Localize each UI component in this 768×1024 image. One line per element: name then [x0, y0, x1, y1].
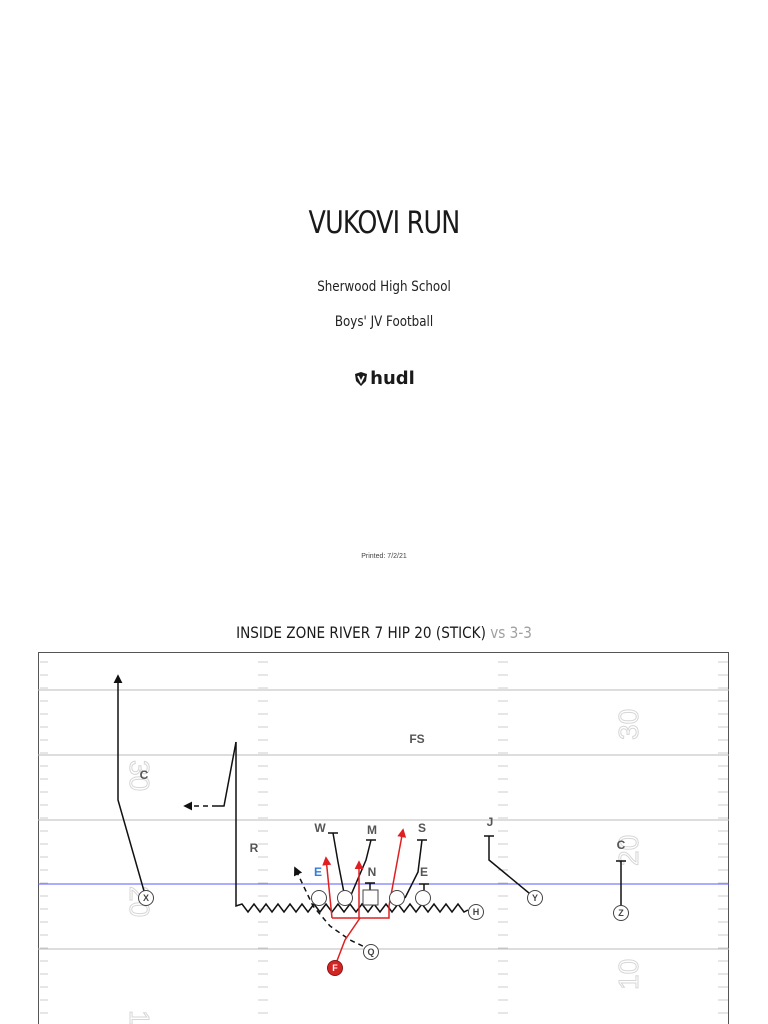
school-name: Sherwood High School [317, 279, 451, 295]
player-z-marker [613, 905, 629, 921]
play-diagram-field: 30 20 10 30 20 10 [38, 652, 729, 1024]
player-f-label: F [332, 963, 338, 973]
player-y-marker [527, 890, 543, 906]
lineman-block-2 [350, 839, 372, 896]
lineman-lt [311, 890, 327, 906]
hash-marks [40, 661, 728, 1014]
y-route [488, 836, 536, 899]
x-route [113, 674, 147, 899]
play-title: INSIDE ZONE RIVER 7 HIP 20 (STICK) vs 3-… [58, 623, 711, 642]
player-f-marker [327, 960, 343, 976]
player-q-label: Q [367, 947, 374, 957]
player-x-marker [138, 890, 154, 906]
offense-skill-players: X Q H Y Z F [138, 890, 629, 976]
field-number-right-30: 30 [613, 709, 644, 740]
offensive-line [311, 889, 431, 906]
defender-m: M [367, 823, 377, 837]
player-x-label: X [143, 893, 149, 903]
lineman-lg [337, 890, 353, 906]
field-border [38, 652, 729, 1024]
team-name: Boys' JV Football [334, 314, 434, 330]
defender-fs: FS [409, 732, 424, 746]
defender-c-right: C [617, 838, 626, 852]
q-fake [294, 866, 372, 951]
field-number-left-10: 10 [124, 1010, 155, 1024]
routes [113, 674, 626, 951]
cover-title: VUKOVI RUN [308, 205, 461, 241]
field-number-right-10: 10 [613, 959, 644, 990]
defender-w: W [314, 821, 326, 835]
f-route-main [334, 917, 361, 967]
lineman-block-3 [404, 839, 423, 899]
yard-lines [38, 689, 729, 950]
play-vs: vs 3-3 [490, 623, 532, 642]
lineman-rg [389, 890, 405, 906]
player-q-marker [363, 944, 379, 960]
lineman-center [362, 889, 379, 906]
field-number-left-30: 30 [124, 760, 155, 791]
defender-e-right: E [420, 865, 428, 879]
defender-r: R [250, 841, 259, 855]
f-route-box [332, 906, 390, 919]
hudl-logo: hudl [0, 368, 768, 389]
printed-date: Printed: 7/2/21 [361, 553, 407, 560]
defender-s: S [418, 821, 426, 835]
defense-players: C R W M S E N E J FS C [140, 732, 626, 879]
defender-c-left: C [140, 768, 149, 782]
hudl-logo-text: hudl [370, 368, 415, 389]
hudl-shield-icon [355, 372, 368, 386]
h-motion-path [217, 741, 237, 807]
f-route-read-1 [322, 856, 333, 919]
lineman-rt [415, 890, 431, 906]
play-name: INSIDE ZONE RIVER 7 HIP 20 (STICK) [236, 623, 486, 642]
player-y-label: Y [532, 893, 538, 903]
lineman-block-1 [332, 832, 346, 899]
field-numbers: 30 20 10 30 20 10 [124, 708, 645, 1024]
player-z-label: Z [618, 908, 624, 918]
defender-n: N [368, 865, 377, 879]
defender-j: J [487, 815, 494, 829]
player-h-marker [468, 904, 484, 920]
player-h-label: H [473, 907, 480, 917]
h-motion-zigzag [235, 742, 469, 914]
defender-e-left: E [314, 865, 322, 879]
